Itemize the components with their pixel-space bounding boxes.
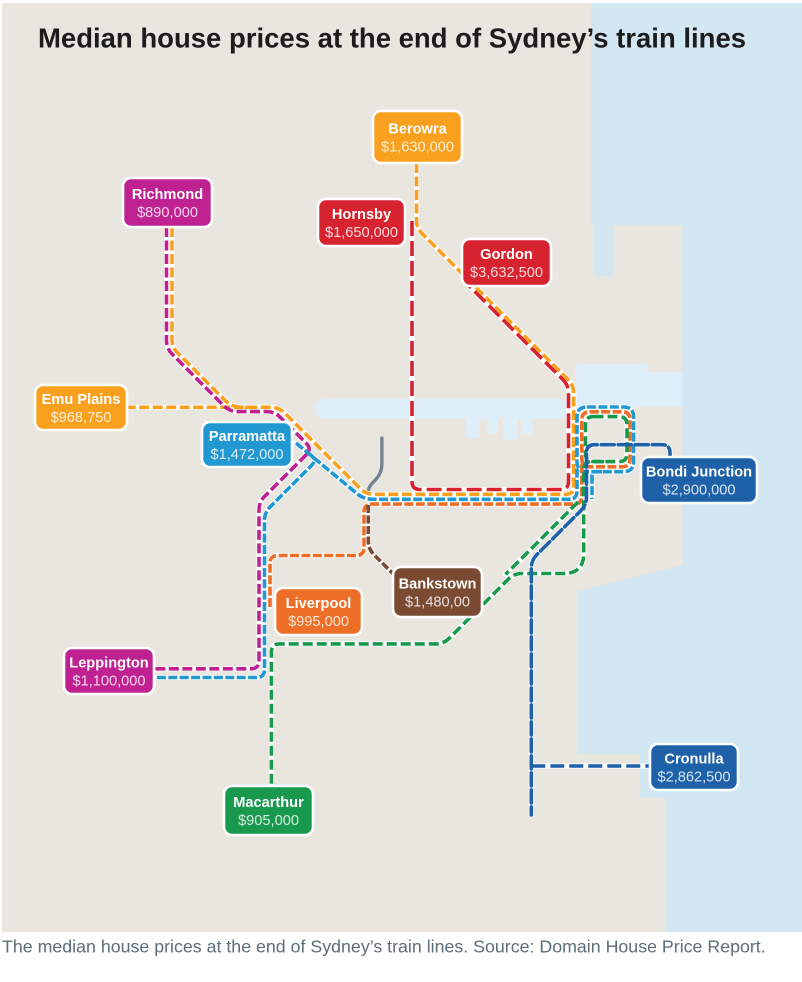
svg-text:$3,632,500: $3,632,500 (470, 265, 543, 281)
svg-text:Richmond: Richmond (132, 187, 203, 203)
svg-text:Liverpool: Liverpool (286, 596, 352, 612)
svg-text:Bondi Junction: Bondi Junction (646, 465, 752, 481)
svg-text:The median house prices at the: The median house prices at the end of Sy… (2, 937, 766, 957)
svg-text:Bankstown: Bankstown (399, 577, 477, 593)
svg-text:Emu Plains: Emu Plains (42, 392, 121, 408)
svg-text:$905,000: $905,000 (238, 813, 299, 829)
svg-text:$2,900,000: $2,900,000 (662, 483, 735, 499)
svg-text:$2,862,500: $2,862,500 (657, 770, 730, 786)
svg-text:$1,650,000: $1,650,000 (325, 225, 398, 241)
svg-text:Hornsby: Hornsby (332, 207, 392, 223)
svg-text:$1,472,000: $1,472,000 (210, 447, 283, 463)
svg-text:$995,000: $995,000 (288, 614, 349, 630)
svg-text:Macarthur: Macarthur (233, 795, 304, 811)
svg-text:$1,100,000: $1,100,000 (72, 674, 145, 690)
svg-text:Gordon: Gordon (480, 247, 533, 263)
svg-text:$1,480,00: $1,480,00 (405, 595, 470, 611)
svg-text:$1,630,000: $1,630,000 (381, 140, 454, 156)
svg-text:$968,750: $968,750 (51, 410, 112, 426)
svg-text:Median house prices at the end: Median house prices at the end of Sydney… (38, 23, 746, 54)
svg-text:Leppington: Leppington (69, 656, 149, 672)
svg-text:Berowra: Berowra (388, 122, 447, 138)
svg-text:Parramatta: Parramatta (209, 429, 286, 445)
svg-text:$890,000: $890,000 (137, 205, 198, 221)
svg-text:Cronulla: Cronulla (664, 752, 724, 768)
